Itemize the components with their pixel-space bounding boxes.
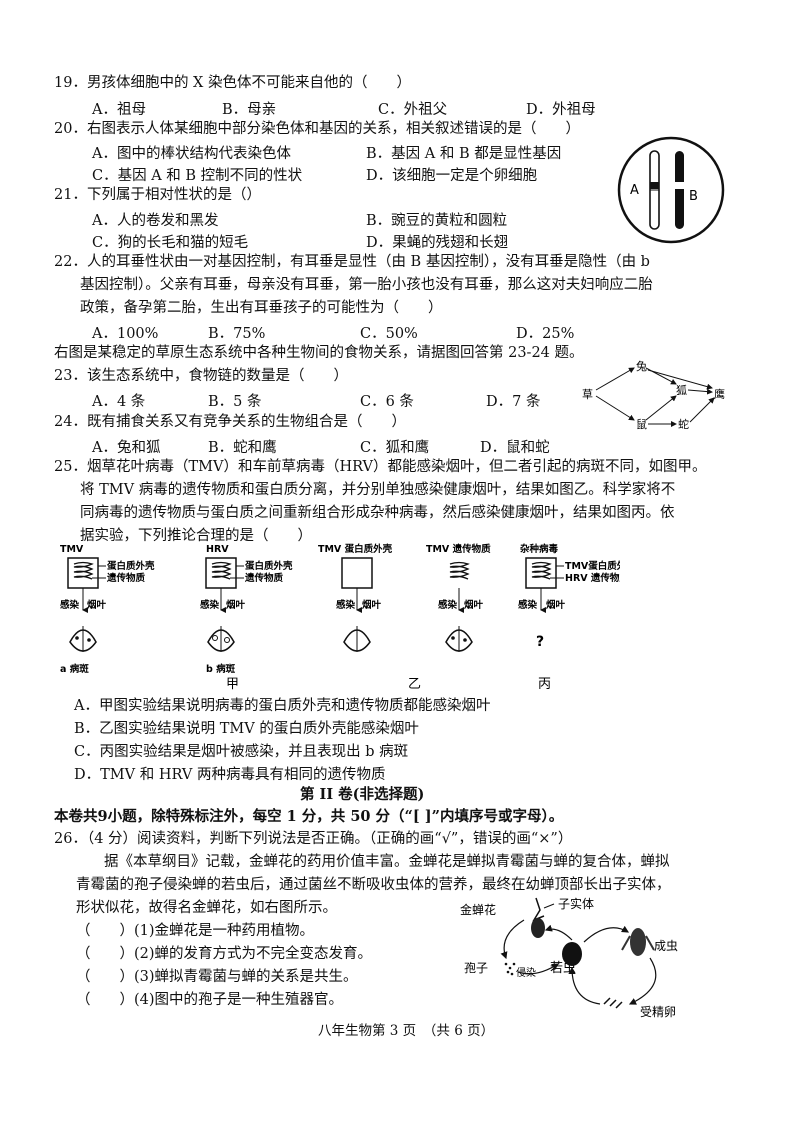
fig-yi-genetic-title: TMV 遗传物质 [426,543,491,555]
q21-option-b: B．豌豆的黄粒和圆粒 [366,213,508,229]
fig-hrv-infect: 感染 [200,599,220,611]
q22-stem-line1: 22．人的耳垂性状由一对基因控制，有耳垂是显性（由 B 基因控制），没有耳垂是隐… [54,254,650,270]
q20-option-d: D．该细胞一定是个卵细胞 [366,168,538,184]
q26-para-line1: 据《本草纲目》记载，金蝉花的药用价值丰富。金蝉花是蝉拟青霉菌与蝉的复合体，蝉拟 [104,854,670,870]
fig-shoujingluan: 受精卵 [640,1005,676,1019]
q23-option-a: A．4 条 [92,394,146,410]
page-footer: 八年生物第 3 页 （共 6 页） [318,1023,495,1039]
q23-stem: 23．该生态系统中，食物链的数量是（ ） [54,368,348,384]
q25-option-c: C．丙图实验结果是烟叶被感染，并且表现出 b 病斑 [74,744,409,760]
node-fox: 狐 [676,383,687,397]
fig-yi1-leaf: 烟叶 [362,599,382,611]
q24-option-b: B．蛇和鹰 [208,440,277,456]
q26-para-line2: 青霉菌的孢子侵染蝉的若虫后，通过菌丝不断吸收虫体的营养，最终在幼蝉顶部长出子实体… [76,877,671,893]
q25-option-d: D．TMV 和 HRV 两种病毒具有相同的遗传物质 [74,767,386,783]
node-mouse: 鼠 [636,417,647,431]
node-rabbit: 兔 [636,359,647,373]
fig-zishiti: 子实体 [558,896,594,911]
q22-option-c: C．50% [360,326,418,342]
q20-option-a: A．图中的棒状结构代表染色体 [92,146,291,162]
q21-option-a: A．人的卷发和黑发 [92,213,219,229]
node-snake: 蛇 [678,417,689,431]
fig-hrv-genetic: 遗传物质 [244,572,284,584]
q24-option-a: A．兔和狐 [92,440,161,456]
q24-stem: 24．既有捕食关系又有竞争关系的生物组合是（ ） [54,414,406,430]
fig-label-jia: 甲 [226,677,239,692]
fig-hybrid-genetic: HRV 遗传物质 [565,572,620,584]
fig-hrv-title: HRV [206,544,229,555]
fig-question-mark: ? [536,634,544,650]
q23-option-b: B．5 条 [208,394,262,410]
fig-yi-protein-title: TMV 蛋白质外壳 [318,543,393,555]
q21-option-d: D．果蝇的残翅和长翅 [366,235,509,251]
q25-stem-line3: 同病毒的遗传物质与蛋白质之间重新组合形成杂种病毒，然后感染健康烟叶，结果如图丙。… [80,505,675,521]
q19-option-d: D．外祖母 [526,102,596,118]
node-eagle: 鹰 [714,387,725,401]
fig-tmv-infect: 感染 [60,599,80,611]
fig-hrv-protein: 蛋白质外壳 [245,560,293,572]
q25-option-a: A．甲图实验结果说明病毒的蛋白质外壳和遗传物质都能感染烟叶 [74,698,491,714]
q23-24-intro: 右图是某稳定的草原生态系统中各种生物间的食物关系，请据图回答第 23-24 题。 [54,345,584,361]
part2-title: 第 II 卷(非选择题) [300,786,425,803]
q23-option-c: C．6 条 [360,394,414,410]
gene-a-label: A [630,183,639,198]
fig-jinchanhua: 金蝉花 [460,902,496,917]
q24-option-d: D．鼠和蛇 [480,440,550,456]
q26-para-line3: 形状似花，故得名金蝉花，如右图所示。 [76,900,337,916]
q25-stem-line2: 将 TMV 病毒的遗传物质和蛋白质分离，并分别单独感染健康烟叶，结果如图乙。科学… [80,482,676,498]
cicada-lifecycle-figure: 金蝉花 子实体 孢子 侵染 若虫 成虫 受精卵 [460,896,678,1019]
fig-baozi: 孢子 [464,961,488,975]
q19-option-a: A．祖母 [92,102,146,118]
fig-tmv-leaf: 烟叶 [87,599,107,611]
q26-stem: 26．（4 分）阅读资料，判断下列说法是否正确。（正确的画“√”，错误的画“×”… [54,831,573,847]
q26-item-4: （ ）(4)图中的孢子是一种生殖器官。 [76,992,344,1008]
q20-stem: 20．右图表示人体某细胞中部分染色体和基因的关系，相关叙述错误的是（ ） [54,121,580,137]
q26-item-3: （ ）(3)蝉拟青霉菌与蝉的关系是共生。 [76,969,358,985]
fig-hrv-leaf: 烟叶 [226,599,246,611]
q20-option-b: B．基因 A 和 B 都是显性基因 [366,146,562,162]
fig-tmv-protein: 蛋白质外壳 [107,560,155,572]
node-grass: 草 [582,388,593,401]
q19-option-c: C．外祖父 [378,102,448,118]
q23-option-d: D．7 条 [486,394,541,410]
q26-item-1: （ ）(1)金蝉花是一种药用植物。 [76,923,315,939]
fig-tmv-genetic: 遗传物质 [106,572,146,584]
q19-option-b: B．母亲 [222,102,277,118]
fig-label-bing: 丙 [538,677,551,692]
q22-option-d: D．25% [516,326,575,342]
q26-item-2: （ ）(2)蝉的发育方式为不完全变态发育。 [76,946,373,962]
q20-option-c: C．基因 A 和 B 控制不同的性状 [92,168,303,184]
q25-stem-line1: 25．烟草花叶病毒（TMV）和车前草病毒（HRV）都能感染烟叶，但二者引起的病斑… [54,459,707,475]
q22-option-a: A．100% [92,326,159,342]
q22-option-b: B．75% [208,326,266,342]
fig-spot-a: a 病斑 [60,663,89,675]
q25-option-b: B．乙图实验结果说明 TMV 的蛋白质外壳能感染烟叶 [74,721,419,737]
fig-yi2-infect: 感染 [438,599,458,611]
q22-stem-line2: 基因控制）。父亲有耳垂，母亲没有耳垂，第一胎小孩也没有耳垂，那么这对夫妇响应二胎 [80,277,653,293]
fig-yi2-leaf: 烟叶 [464,599,484,611]
q21-stem: 21．下列属于相对性状的是（） [54,187,261,203]
fig-chengchong: 成虫 [654,939,678,953]
q21-option-c: C．狗的长毛和猫的短毛 [92,235,249,251]
fig-hybrid-leaf: 烟叶 [546,599,566,611]
fig-hybrid-infect: 感染 [518,599,538,611]
fig-hybrid-title: 杂种病毒 [520,543,559,555]
fig-label-yi: 乙 [408,677,421,692]
part2-instructions: 本卷共9小题，除特殊标注外，每空 1 分，共 50 分（“[ ]”内填序号或字母… [54,808,564,825]
fig-spot-b: b 病斑 [206,663,236,675]
fig-yi1-infect: 感染 [336,599,356,611]
q25-stem-line4: 据实验，下列推论合理的是（ ） [80,528,312,544]
q24-option-c: C．狐和鹰 [360,440,430,456]
fig-qinran: 侵染 [516,966,536,979]
fig-tmv-title: TMV [60,544,84,555]
virus-experiment-figure: TMV 蛋白质外壳 遗传物质 感染 烟叶 a 病斑 HRV 蛋白质外壳 遗传物质… [60,543,620,692]
q19-stem: 19．男孩体细胞中的 X 染色体不可能来自他的（ ） [54,75,411,91]
chromosome-figure: A B [617,136,725,244]
gene-b-label: B [689,189,698,204]
q22-stem-line3: 政策，备孕第二胎，生出有耳垂孩子的可能性为（ ） [80,300,443,316]
food-web-figure: 草 兔 鼠 狐 蛇 鹰 [582,359,725,431]
